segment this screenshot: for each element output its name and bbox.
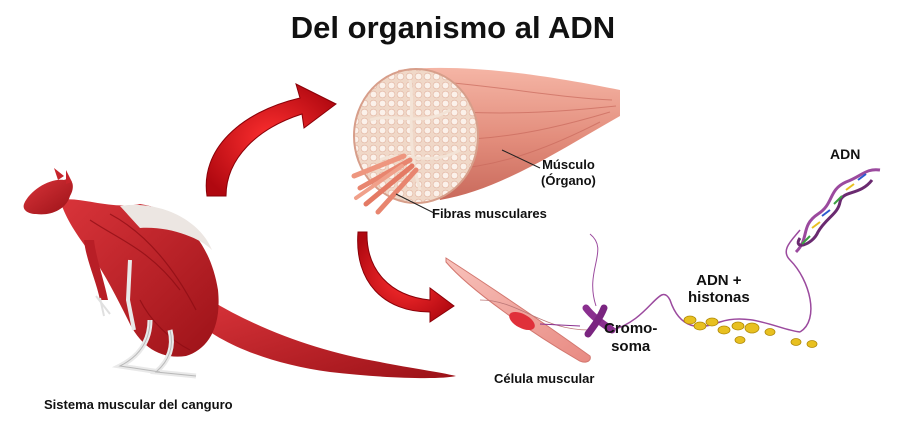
- muscle-cell: [445, 257, 591, 363]
- muscle-cell-label: Célula muscular: [494, 371, 595, 386]
- chromosome-label-line1: Cromo-: [604, 320, 658, 337]
- muscle-label-line1: Músculo: [542, 157, 595, 172]
- chromosome-label: Cromo- soma: [604, 320, 657, 356]
- diagram-title: Del organismo al ADN: [290, 10, 616, 45]
- arrow-organism-to-muscle: [205, 83, 337, 197]
- dna-label: ADN: [830, 146, 861, 162]
- muscular-system-label: Sistema muscular del canguro: [44, 397, 233, 412]
- chromosome: [582, 233, 616, 338]
- dna-histones-label-line2: histonas: [688, 289, 750, 306]
- arrow-muscle-to-cell: [357, 231, 455, 323]
- muscle-fibers-label: Fibras musculares: [432, 206, 547, 221]
- muscle-organ: [351, 67, 620, 215]
- dna-histones-label: ADN + histonas: [688, 272, 750, 306]
- fiber-bundle: [351, 153, 419, 215]
- dna-histone-chain: [611, 229, 818, 348]
- chromosome-label-line2: soma: [611, 338, 651, 355]
- muscle-label-line2: (Órgano): [541, 173, 596, 188]
- muscle-organ-label: Músculo (Órgano): [541, 157, 596, 189]
- dna-helix: [794, 168, 881, 254]
- dna-histones-label-line1: ADN +: [696, 272, 742, 289]
- kangaroo-muscular-system: [23, 168, 456, 379]
